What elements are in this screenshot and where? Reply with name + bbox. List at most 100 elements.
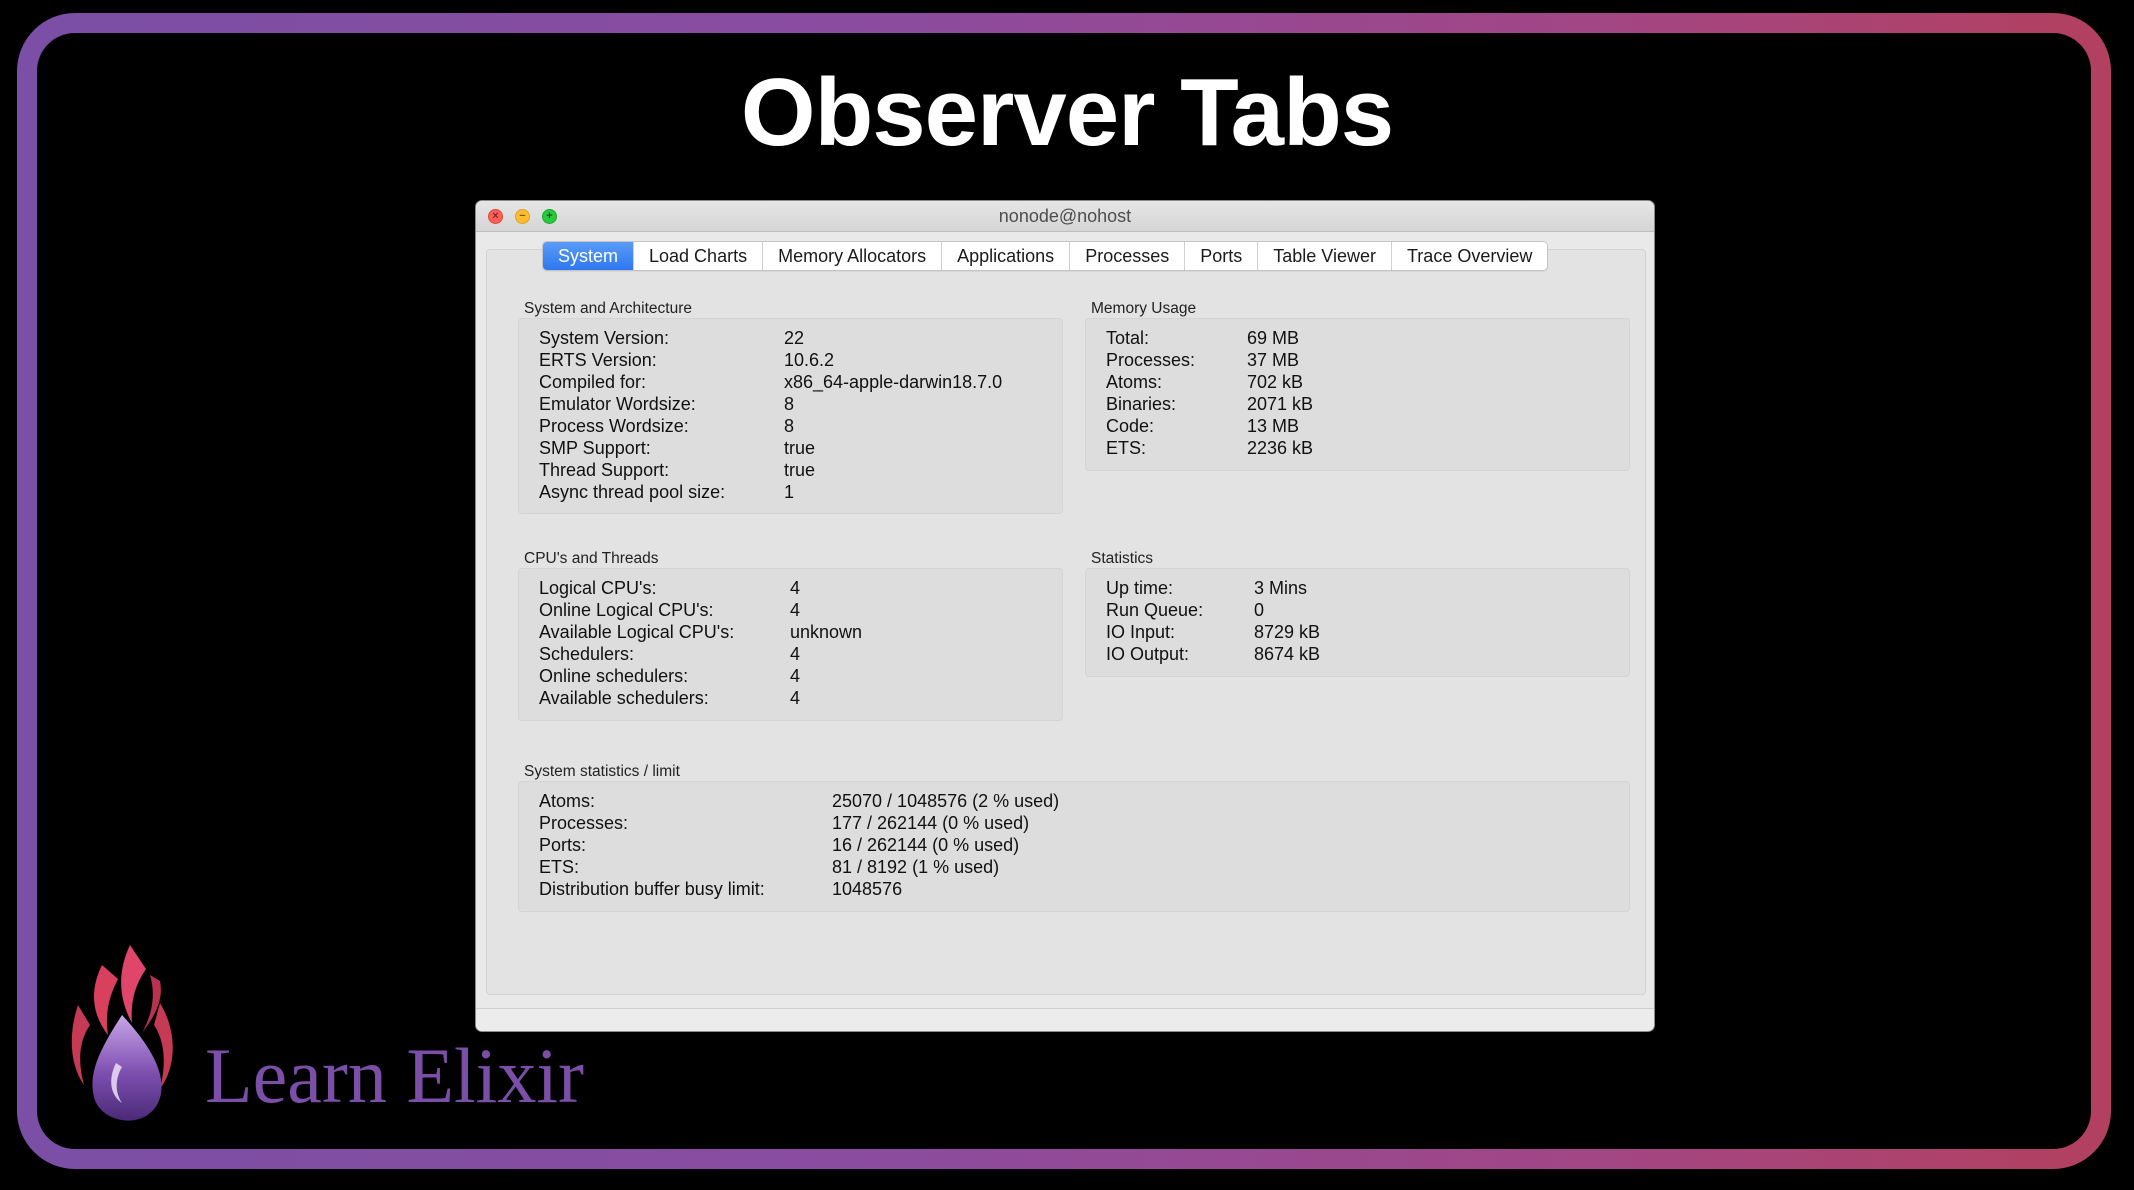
info-row: Available schedulers: 4 (519, 687, 1062, 709)
info-row: Schedulers: 4 (519, 643, 1062, 665)
tab-table-viewer[interactable]: Table Viewer (1257, 242, 1391, 270)
info-value: 69 MB (1247, 328, 1300, 348)
info-row: Binaries:2071 kB (1086, 393, 1629, 415)
info-value: 37 MB (1247, 350, 1300, 370)
zoom-button[interactable]: + (542, 209, 557, 224)
observer-window: × − + nonode@nohost System and Architect… (476, 201, 1654, 1031)
info-value: 8 (784, 416, 795, 436)
info-row: System Version: 22 (519, 327, 1062, 349)
tab-bar: System Load Charts Memory Allocators App… (542, 241, 1549, 271)
info-value: unknown (790, 622, 863, 642)
info-label: Online schedulers: (539, 666, 689, 686)
close-icon: × (492, 210, 499, 222)
tab-applications[interactable]: Applications (941, 242, 1069, 270)
info-value: 1048576 (832, 879, 903, 899)
info-value: 702 kB (1247, 372, 1304, 392)
info-row: Run Queue: 0 (1086, 599, 1629, 621)
info-label: Logical CPU's: (539, 578, 657, 598)
info-label: Ports: (539, 835, 587, 855)
info-value: 22 (784, 328, 805, 348)
minimize-button[interactable]: − (515, 209, 530, 224)
cpus-threads-title: CPU's and Threads (524, 550, 659, 567)
info-value: 13 MB (1247, 416, 1300, 436)
info-label: SMP Support: (539, 438, 651, 458)
memory-usage-title: Memory Usage (1091, 300, 1197, 317)
info-label: ERTS Version: (539, 350, 657, 370)
slide-title: Observer Tabs (740, 59, 1394, 166)
info-label: IO Input: (1106, 622, 1176, 642)
elixir-flame-logo (71, 945, 173, 1121)
info-value: 10.6.2 (784, 350, 835, 370)
info-value: true (784, 460, 816, 480)
info-row: Process Wordsize: 8 (519, 415, 1062, 437)
info-row: Online schedulers: 4 (519, 665, 1062, 687)
info-value: 8729 kB (1254, 622, 1321, 642)
info-label: Processes: (1106, 350, 1196, 370)
info-row: Compiled for:x86_64-apple-darwin18.7.0 (519, 371, 1062, 393)
system-arch-panel: System Version: 22 ERTS Version: 10.6.2 Co… (518, 318, 1063, 514)
info-row: Atoms: 702 kB (1086, 371, 1629, 393)
minimize-icon: − (519, 210, 526, 222)
info-row: Total: 69 MB (1086, 327, 1629, 349)
info-label: Emulator Wordsize: (539, 394, 696, 414)
info-value: 4 (790, 578, 801, 598)
info-value: 4 (790, 666, 801, 686)
statistics-title: Statistics (1091, 550, 1154, 567)
info-label: Atoms: (1106, 372, 1163, 392)
info-label: ETS: (1106, 438, 1147, 458)
close-button[interactable]: × (488, 209, 503, 224)
info-row: Emulator Wordsize:8 (519, 393, 1062, 415)
info-row: Async thread pool size:1 (519, 481, 1062, 503)
info-label: Distribution buffer busy limit: (539, 879, 765, 899)
info-value: 4 (790, 688, 801, 708)
info-value: true (784, 438, 816, 458)
info-row: Processes:177 / 262144 (0 % used) (519, 812, 1629, 834)
info-label: Compiled for: (539, 372, 647, 392)
info-label: Schedulers: (539, 644, 635, 664)
info-label: Available Logical CPU's: (539, 622, 735, 642)
window-title: nonode@nohost (998, 206, 1132, 226)
tab-memory-allocators[interactable]: Memory Allocators (762, 242, 941, 270)
info-row: ETS:81 / 8192 (1 % used) (519, 856, 1629, 878)
info-label: System Version: (539, 328, 670, 348)
info-row: Up time:3 Mins (1086, 577, 1629, 599)
system-limits-title: System statistics / limit (524, 763, 680, 780)
info-row: IO Input: 8729 kB (1086, 621, 1629, 643)
info-value: 177 / 262144 (0 % used) (832, 813, 1030, 833)
info-label: Up time: (1106, 578, 1174, 598)
window-titlebar[interactable]: × − + nonode@nohost (476, 201, 1654, 232)
info-row: ETS:2236 kB (1086, 437, 1629, 459)
tab-ports[interactable]: Ports (1184, 242, 1257, 270)
info-label: Online Logical CPU's: (539, 600, 714, 620)
tab-trace-overview[interactable]: Trace Overview (1390, 242, 1547, 270)
info-row: Code:13 MB (1086, 415, 1629, 437)
info-label: Total: (1106, 328, 1150, 348)
info-row: Distribution buffer busy limit: 1048576 (519, 878, 1629, 900)
info-row: Online Logical CPU's:4 (519, 599, 1062, 621)
info-label: IO Output: (1106, 644, 1190, 664)
info-label: Available schedulers: (539, 688, 709, 708)
window-status-bar (476, 1008, 1654, 1031)
info-label: Binaries: (1106, 394, 1177, 414)
info-value: 0 (1254, 600, 1265, 620)
tab-load-charts[interactable]: Load Charts (633, 242, 762, 270)
info-value: 16 / 262144 (0 % used) (832, 835, 1020, 855)
system-limits-panel: Atoms: 25070 / 1048576 (2 % used) Process… (518, 781, 1630, 912)
info-row: Available Logical CPU's: unknown (519, 621, 1062, 643)
info-value: 25070 / 1048576 (2 % used) (832, 791, 1060, 811)
tab-processes[interactable]: Processes (1069, 242, 1184, 270)
info-label: Thread Support: (539, 460, 670, 480)
info-value: 8674 kB (1254, 644, 1321, 664)
info-row: IO Output: 8674 kB (1086, 643, 1629, 665)
info-label: Async thread pool size: (539, 482, 726, 502)
info-label: Atoms: (539, 791, 596, 811)
info-label: Run Queue: (1106, 600, 1204, 620)
brand-wordmark: Learn Elixir (205, 1032, 584, 1119)
system-arch-title: System and Architecture (524, 300, 692, 317)
info-row: Atoms: 25070 / 1048576 (2 % used) (519, 790, 1629, 812)
info-value: 4 (790, 644, 801, 664)
info-label: Process Wordsize: (539, 416, 689, 436)
info-value: 81 / 8192 (1 % used) (832, 857, 1000, 877)
info-row: ERTS Version: 10.6.2 (519, 349, 1062, 371)
tab-system[interactable]: System (543, 242, 634, 270)
